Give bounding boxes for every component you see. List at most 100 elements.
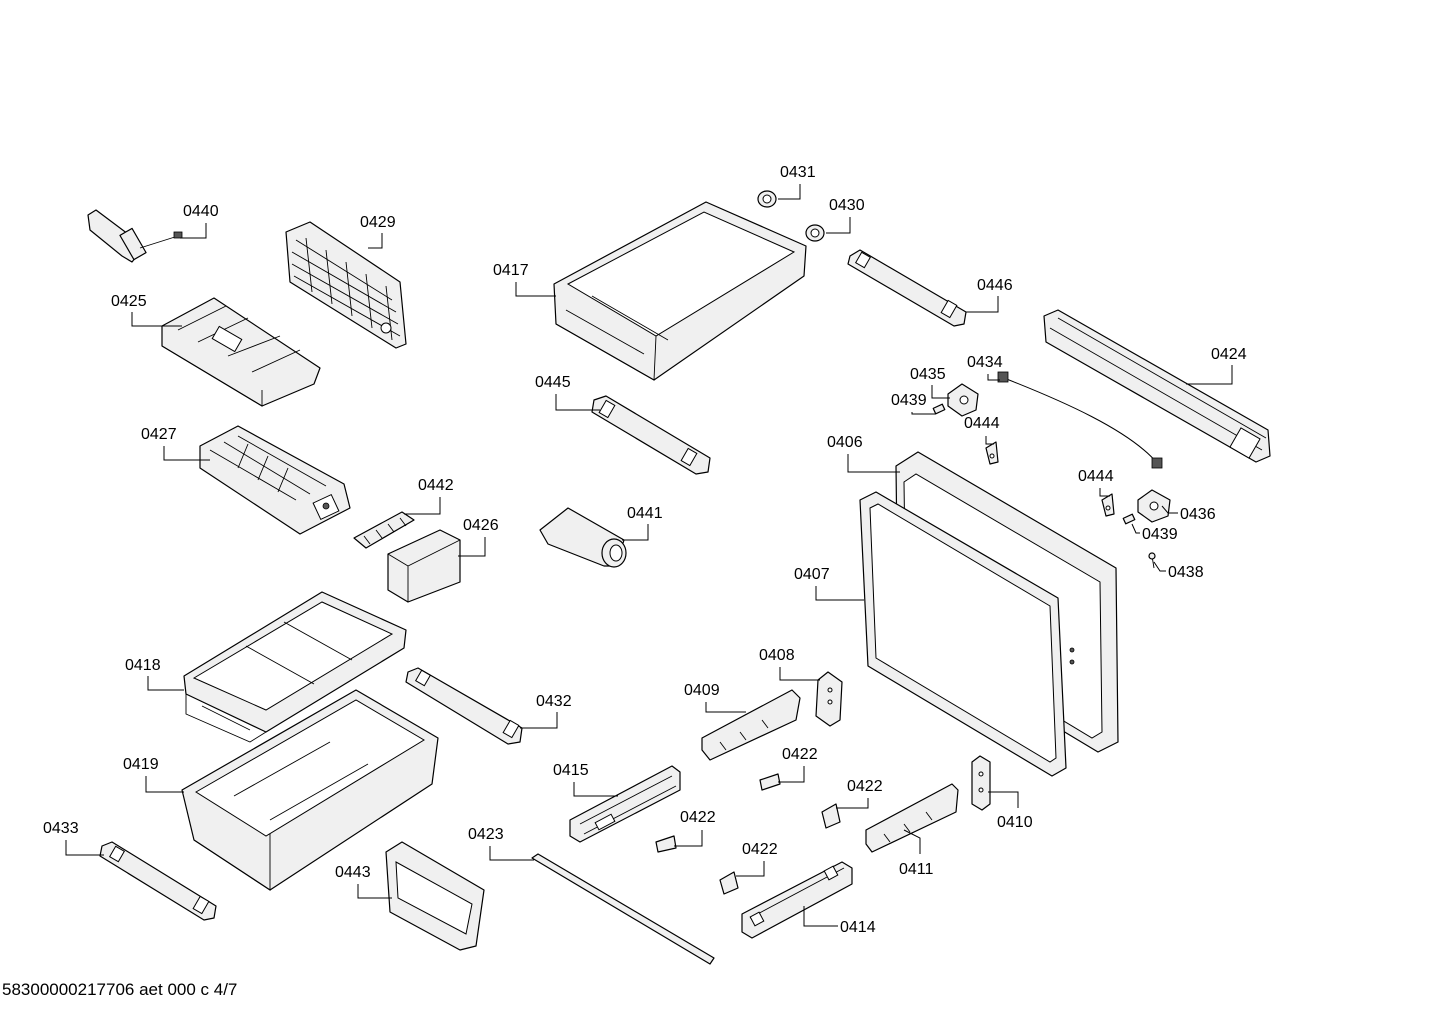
callout-0436: 0436 (1180, 506, 1216, 523)
callout-0415: 0415 (553, 762, 589, 779)
leader-0441 (622, 524, 649, 541)
part-0430-drawing (805, 224, 825, 242)
leader-0438 (1153, 561, 1166, 572)
part-0446-drawing (847, 249, 967, 327)
leader-0432 (520, 712, 558, 729)
callout-0442: 0442 (418, 477, 454, 494)
part-0426-drawing (387, 529, 461, 603)
part-0409-drawing (701, 689, 801, 761)
leader-0414 (803, 906, 838, 927)
part-0419-drawing (181, 689, 439, 891)
callout-labels: 0440 0429 0425 0427 0442 0426 0418 0419 … (43, 164, 1247, 936)
leader-0444b (1099, 488, 1110, 497)
part-0418-drawing (183, 591, 407, 743)
callout-0422b: 0422 (680, 809, 716, 826)
leader-0418 (147, 676, 184, 691)
part-0443-drawing (385, 841, 485, 951)
part-0424-drawing (1043, 309, 1271, 463)
callout-0427: 0427 (141, 426, 177, 443)
leader-0445 (555, 394, 600, 411)
leader-0433 (65, 840, 104, 856)
part-0439b-drawing (1122, 513, 1136, 525)
callout-0406: 0406 (827, 434, 863, 451)
callout-0419: 0419 (123, 756, 159, 773)
part-0415-drawing (569, 765, 681, 843)
leader-0422c (836, 798, 869, 809)
leader-0443 (357, 884, 392, 899)
leader-0406 (847, 454, 900, 473)
callout-0435: 0435 (910, 366, 946, 383)
leader-0408 (779, 667, 820, 681)
part-0436-drawing (1137, 489, 1171, 523)
leader-0426 (458, 537, 486, 557)
part-0445-drawing (591, 395, 711, 475)
leader-0410 (988, 791, 1019, 808)
callout-0426: 0426 (463, 517, 499, 534)
part-0407-drawing (859, 491, 1067, 777)
part-0440-drawing (87, 209, 183, 263)
part-0425-drawing (161, 297, 321, 407)
callout-0438: 0438 (1168, 564, 1204, 581)
callout-0434: 0434 (967, 354, 1003, 371)
part-0408-drawing (815, 671, 843, 727)
leader-0431 (778, 184, 801, 200)
callout-0443: 0443 (335, 864, 371, 881)
leader-0446 (966, 296, 999, 313)
leader-0415 (573, 782, 618, 797)
callout-0422c: 0422 (847, 778, 883, 795)
leader-0436 (1161, 505, 1178, 514)
callout-0423: 0423 (468, 826, 504, 843)
part-0423-drawing (531, 853, 715, 965)
callout-0439b: 0439 (1142, 526, 1178, 543)
leader-0422b (674, 830, 703, 847)
leader-0434 (987, 374, 1000, 381)
callout-0439a: 0439 (891, 392, 927, 409)
leader-0425 (131, 312, 182, 327)
callout-0408: 0408 (759, 647, 795, 664)
callout-0431: 0431 (780, 164, 816, 181)
part-0441-drawing (539, 507, 627, 568)
callout-0441: 0441 (627, 505, 663, 522)
part-0422c-drawing (821, 803, 841, 829)
leader-0439a (911, 412, 936, 415)
callout-0409: 0409 (684, 682, 720, 699)
leader-0419 (145, 776, 184, 793)
leader-0424 (1186, 365, 1233, 385)
callout-0444a: 0444 (964, 415, 1000, 432)
callout-0411: 0411 (899, 861, 934, 878)
callout-0417: 0417 (493, 262, 529, 279)
leader-0435 (931, 385, 950, 399)
leader-0422a (778, 766, 805, 783)
leader-0439b (1131, 523, 1140, 534)
callout-0440: 0440 (183, 203, 219, 220)
part-0444a-drawing (985, 441, 999, 465)
callout-0407: 0407 (794, 566, 830, 583)
part-0439a-drawing (932, 403, 946, 415)
part-0422d-drawing (719, 871, 739, 895)
part-0434-drawing (997, 371, 1163, 469)
part-0427-drawing (199, 425, 351, 535)
part-0410-drawing (971, 755, 991, 811)
callout-0430: 0430 (829, 197, 865, 214)
callout-0444b: 0444 (1078, 468, 1114, 485)
leader-0407 (815, 586, 864, 601)
part-0435-drawing (947, 383, 979, 417)
leader-lines (65, 184, 1233, 927)
part-0433-drawing (99, 841, 217, 921)
part-0442-drawing (353, 511, 415, 549)
part-0438-drawing (1148, 552, 1156, 569)
part-0414-drawing (741, 861, 853, 939)
callout-0446: 0446 (977, 277, 1013, 294)
document-code: 58300000217706 aet 000 c 4/7 (2, 980, 238, 999)
leader-0409 (705, 702, 746, 713)
leader-0444a (985, 436, 994, 445)
leader-0440 (180, 223, 207, 239)
part-0417-drawing (553, 201, 807, 381)
part-0422b-drawing (655, 835, 677, 853)
leader-0427 (163, 446, 210, 461)
part-0422a-drawing (759, 773, 781, 791)
callout-0432: 0432 (536, 693, 572, 710)
leader-0423 (489, 846, 534, 861)
leader-0417 (515, 282, 556, 297)
part-0444b-drawing (1101, 493, 1115, 517)
